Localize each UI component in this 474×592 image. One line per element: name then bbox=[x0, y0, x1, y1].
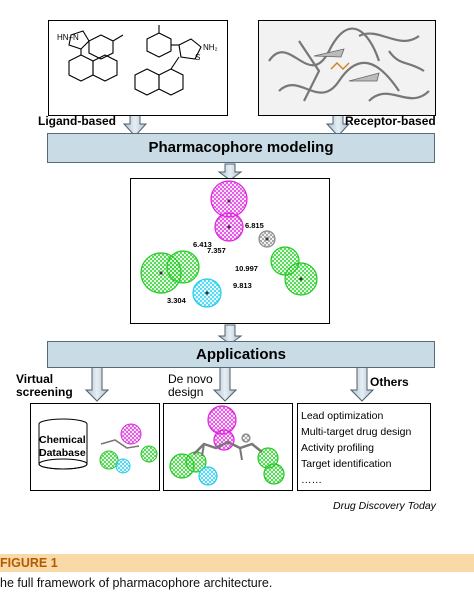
de-novo-design-panel bbox=[163, 403, 293, 491]
ligand-based-label: Ligand-based bbox=[38, 114, 117, 128]
others-item: Activity profiling bbox=[301, 442, 374, 454]
pharmacophore-modeling-banner: Pharmacophore modeling bbox=[47, 133, 435, 163]
virtual-screening-drawing bbox=[38, 418, 158, 474]
ligand-structures-panel: HN–N S NH₂ bbox=[48, 20, 228, 116]
nh-atom-label: HN–N bbox=[57, 33, 79, 42]
others-item: Multi-target drug design bbox=[301, 426, 412, 438]
virtual-screening-label: Virtual screening bbox=[16, 372, 73, 399]
receptor-structure-panel bbox=[258, 20, 436, 116]
s-atom-label: S bbox=[195, 53, 201, 62]
de-novo-design-label: De novo design bbox=[168, 372, 213, 399]
arrow-others-down bbox=[349, 366, 375, 402]
others-label: Others bbox=[370, 375, 409, 389]
ligand-structures-drawing bbox=[68, 25, 202, 96]
distance-label-4: 10.997 bbox=[235, 264, 258, 273]
arrow-de-novo-down bbox=[212, 366, 238, 402]
journal-credit: Drug Discovery Today bbox=[333, 500, 436, 512]
applications-label: Applications bbox=[195, 346, 286, 363]
distance-label-5: 9.813 bbox=[233, 281, 252, 290]
figure-caption: he full framework of pharmacophore archi… bbox=[0, 576, 273, 590]
others-list: Lead optimization Multi-target drug desi… bbox=[301, 408, 411, 488]
arrow-modeling-down bbox=[217, 163, 243, 181]
chemical-database-label: Chemical Database bbox=[39, 434, 86, 459]
figure-title: FIGURE 1 bbox=[0, 556, 58, 570]
nh2-label: NH₂ bbox=[203, 43, 218, 52]
distance-label-6: 3.304 bbox=[167, 296, 186, 305]
de-novo-design-drawing bbox=[169, 405, 285, 486]
others-item: Target identification bbox=[301, 458, 392, 470]
others-item: Lead optimization bbox=[301, 410, 384, 422]
others-item: …… bbox=[301, 474, 322, 486]
virtual-screening-panel: Chemical Database bbox=[30, 403, 160, 491]
pharmacophore-model-panel: 6.815 6.413 7.357 10.997 9.813 3.304 bbox=[130, 178, 330, 324]
applications-banner: Applications bbox=[47, 341, 435, 368]
arrow-model-down bbox=[217, 324, 243, 345]
distance-label-3: 7.357 bbox=[207, 246, 226, 255]
arrow-virtual-screening-down bbox=[84, 366, 110, 402]
distance-label-1: 6.815 bbox=[245, 221, 264, 230]
magenta-feature-sphere-1 bbox=[210, 180, 248, 218]
others-panel: Lead optimization Multi-target drug desi… bbox=[297, 403, 431, 491]
pharmacophore-modeling-label: Pharmacophore modeling bbox=[148, 139, 334, 156]
pharmacophore-model-drawing bbox=[140, 180, 318, 308]
receptor-ribbon-drawing bbox=[268, 27, 430, 102]
green-feature-sphere-2 bbox=[166, 250, 200, 284]
receptor-based-label: Receptor-based bbox=[345, 114, 436, 128]
figure-title-strip bbox=[0, 554, 474, 572]
distance-label-2: 6.413 bbox=[193, 240, 212, 249]
